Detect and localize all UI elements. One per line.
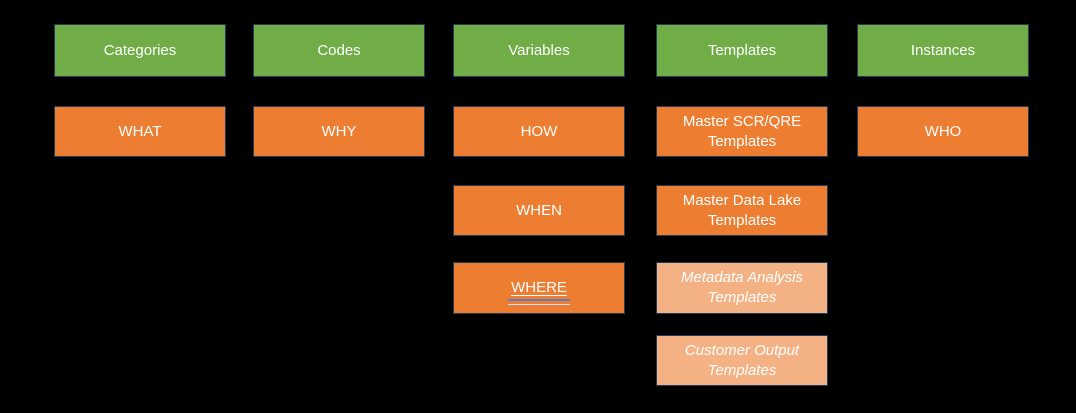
where-link[interactable]: WHERE xyxy=(508,279,570,305)
item-box-metadata-analysis-templates: Metadata Analysis Templates xyxy=(656,262,828,314)
item-box-what: WHAT xyxy=(54,106,226,157)
item-box-master-data-lake-templates: Master Data Lake Templates xyxy=(656,185,828,236)
header-box-categories: Categories xyxy=(54,24,226,77)
item-box-master-scr-qre-templates: Master SCR/QRE Templates xyxy=(656,106,828,157)
item-box-why: WHY xyxy=(253,106,425,157)
header-box-variables: Variables xyxy=(453,24,625,77)
item-box-who: WHO xyxy=(857,106,1029,157)
header-box-codes: Codes xyxy=(253,24,425,77)
item-box-when: WHEN xyxy=(453,185,625,236)
header-box-instances: Instances xyxy=(857,24,1029,77)
item-box-where: WHERE xyxy=(453,262,625,314)
item-box-customer-output-templates: Customer Output Templates xyxy=(656,335,828,386)
header-box-templates: Templates xyxy=(656,24,828,77)
item-box-how: HOW xyxy=(453,106,625,157)
